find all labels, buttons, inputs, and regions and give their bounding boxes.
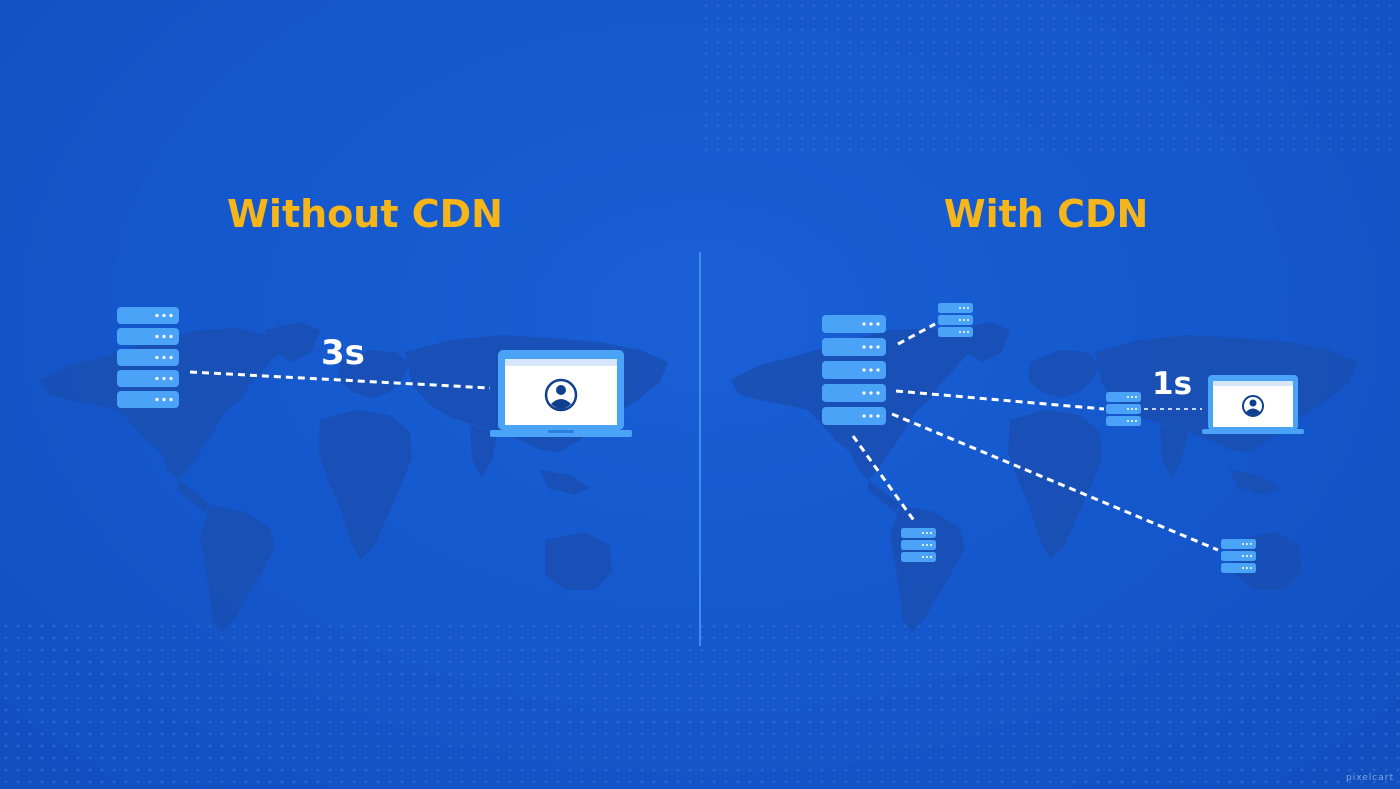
- edge-server-icon: [901, 528, 936, 562]
- origin-server-icon: [117, 307, 179, 408]
- latency-label-with-cdn: 1s: [1152, 366, 1193, 402]
- dot-texture-bottom: [0, 620, 1400, 789]
- dot-texture-top-right: [700, 0, 1400, 160]
- watermark-logo: pixelcart: [1346, 773, 1394, 783]
- origin-server-icon: [822, 315, 886, 425]
- edge-server-icon: [1106, 392, 1141, 426]
- connection-edge-australia: [891, 412, 1219, 552]
- edge-server-icon: [938, 303, 973, 337]
- edge-server-icon: [1221, 539, 1256, 573]
- title-without-cdn: Without CDN: [227, 192, 503, 236]
- user-avatar-icon: [544, 378, 578, 412]
- connection-edge-east: [895, 389, 1105, 411]
- laptop-icon: [1202, 375, 1304, 434]
- user-avatar-icon: [1242, 395, 1264, 417]
- laptop-icon: [490, 350, 632, 437]
- cdn-connections: [851, 322, 1219, 552]
- latency-label-without-cdn: 3s: [321, 333, 365, 373]
- connection-edge-south-america: [851, 435, 917, 523]
- title-with-cdn: With CDN: [943, 192, 1149, 236]
- origin-to-user-connection: [189, 370, 491, 390]
